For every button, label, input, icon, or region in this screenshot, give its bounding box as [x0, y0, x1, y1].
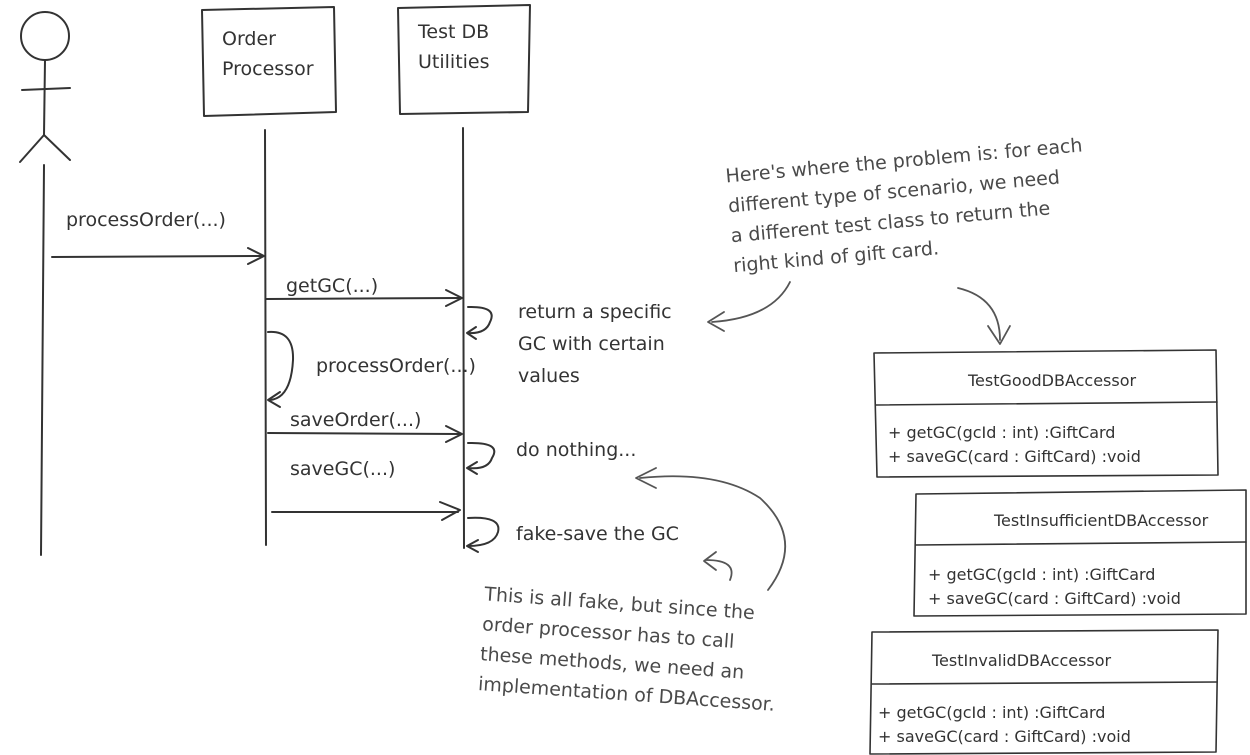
self-message-fake-save [466, 516, 500, 553]
message-get-gc: getGC(...) [265, 275, 463, 307]
test-db-utilities-label-line1: Test DB [417, 21, 489, 43]
class-op-save-gc: + saveGC(card : GiftCard) :void [888, 447, 1141, 466]
note-fake-save: fake-save the GC [516, 523, 679, 545]
message-process-order-1: processOrder(...) [51, 209, 265, 265]
get-gc-label: getGC(...) [286, 275, 378, 297]
class-name: TestInsufficientDBAccessor [993, 511, 1209, 530]
class-name: TestGoodDBAccessor [967, 371, 1137, 390]
order-processor-label-line2: Processor [222, 58, 314, 80]
return-gc-line1: return a specific [518, 301, 672, 323]
self-message-return-gc [466, 305, 493, 340]
class-op-get-gc: + getGC(gcId : int) :GiftCard [888, 423, 1115, 442]
message-save-gc: saveGC(...) [271, 458, 461, 521]
annotation-fake: This is all fake, but since the order pr… [477, 583, 775, 716]
arrow-fake-to-do-nothing [635, 467, 787, 591]
class-box-test-insufficient-db-accessor: TestInsufficientDBAccessor + getGC(gcId … [913, 489, 1247, 617]
self-message-do-nothing [466, 441, 496, 475]
test-db-utilities-label-line2: Utilities [418, 51, 490, 73]
class-op-save-gc: + saveGC(card : GiftCard) :void [928, 589, 1181, 608]
process-order-2-label: processOrder(...) [316, 355, 476, 377]
class-box-test-invalid-db-accessor: TestInvalidDBAccessor + getGC(gcId : int… [869, 629, 1219, 755]
process-order-1-label: processOrder(...) [66, 209, 226, 231]
lifeline-test-db-utilities: Test DB Utilities [397, 4, 531, 549]
arrow-fake-to-fake-save [703, 551, 733, 581]
class-box-test-good-db-accessor: TestGoodDBAccessor + getGC(gcId : int) :… [873, 349, 1219, 478]
lifeline-order-processor: Order Processor [201, 6, 337, 546]
message-save-order: saveOrder(...) [267, 409, 463, 443]
annotation-problem: Here's where the problem is: for each di… [725, 134, 1084, 277]
save-order-label: saveOrder(...) [290, 409, 421, 431]
class-op-get-gc: + getGC(gcId : int) :GiftCard [878, 703, 1105, 722]
return-gc-line3: values [518, 365, 580, 387]
actor-figure [19, 11, 71, 556]
order-processor-label-line1: Order [222, 28, 276, 50]
class-op-get-gc: + getGC(gcId : int) :GiftCard [928, 565, 1155, 584]
self-message-process-order-2: processOrder(...) [267, 330, 476, 408]
arrow-problem-to-note [707, 281, 791, 332]
arrow-problem-to-classes [957, 287, 1011, 345]
note-return-gc: return a specific GC with certain values [518, 301, 672, 387]
note-do-nothing: do nothing... [516, 439, 636, 461]
save-gc-label: saveGC(...) [290, 458, 395, 480]
class-name: TestInvalidDBAccessor [931, 651, 1112, 670]
return-gc-line2: GC with certain [518, 333, 665, 355]
class-op-save-gc: + saveGC(card : GiftCard) :void [878, 727, 1131, 746]
